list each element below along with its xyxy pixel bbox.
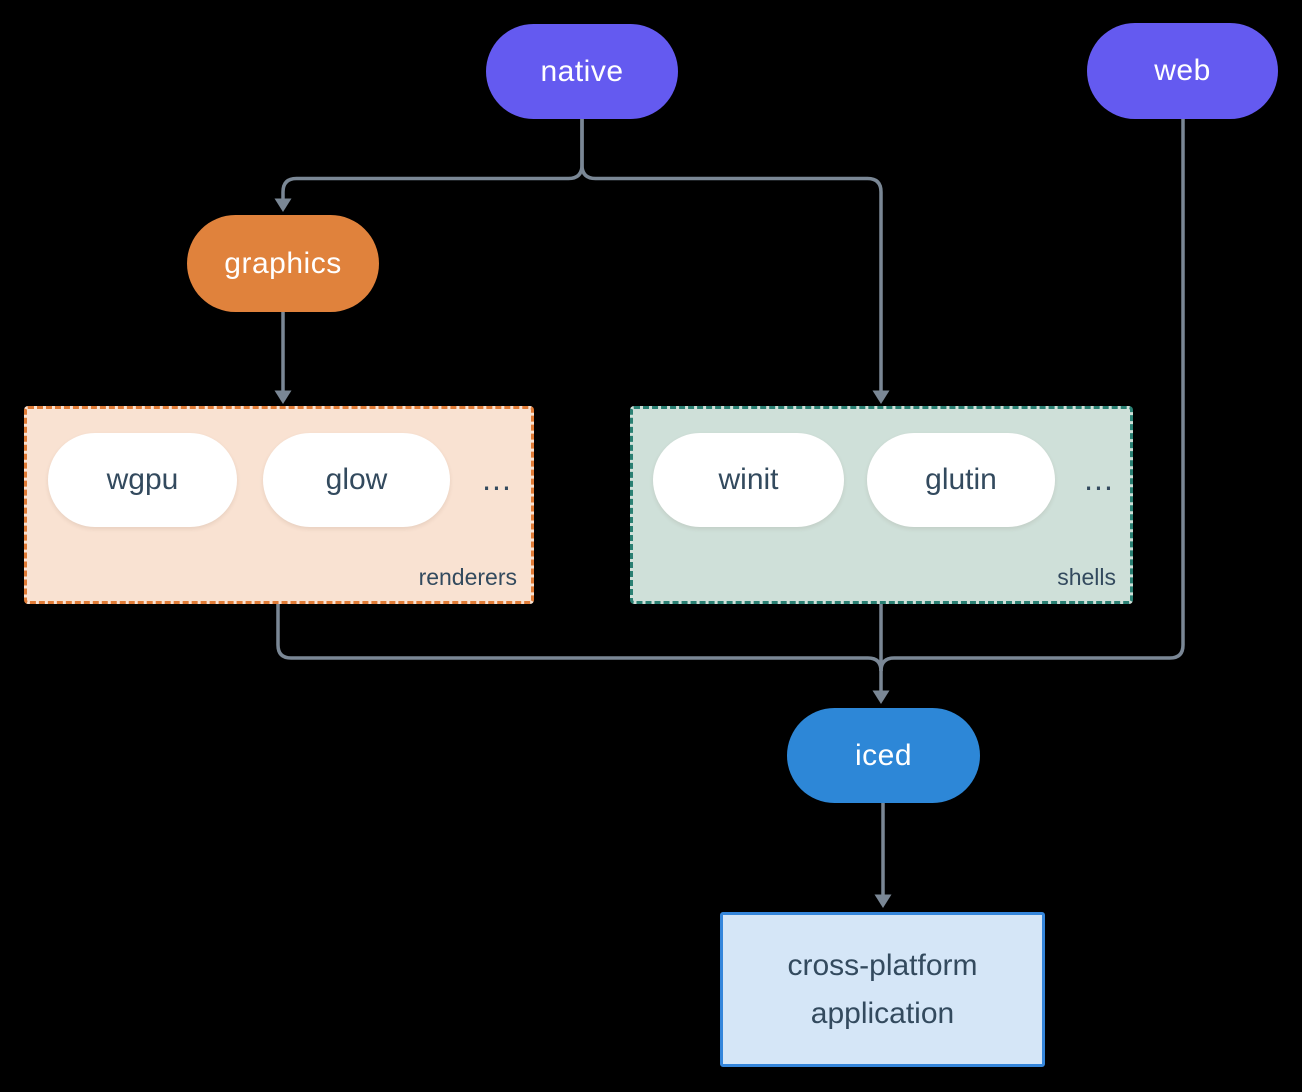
app-label-line1: cross-platform [787,948,978,982]
node-web-label: web [1154,54,1211,87]
node-native-label: native [540,54,624,88]
renderers-ellipsis: ... [482,460,512,497]
node-glutin: glutin [867,433,1055,527]
shells-group-label: shells [1057,564,1116,590]
node-web: web [1087,23,1278,119]
arrowhead-iced [872,690,890,704]
arrowhead-shells [872,390,890,404]
node-wgpu: wgpu [48,433,237,527]
node-graphics: graphics [187,215,379,312]
edge-native-to-graphics [281,119,584,199]
arrowhead-app [874,894,892,908]
node-cross-platform-application: cross-platform application [720,912,1045,1067]
node-native: native [486,24,678,119]
group-renderers: wgpu glow ... renderers [24,406,534,604]
node-glow: glow [263,433,450,527]
arrowhead-graphics [274,198,292,212]
group-shells: winit glutin ... shells [630,406,1133,604]
node-winit: winit [653,433,844,527]
node-winit-label: winit [718,463,779,496]
node-iced: iced [787,708,980,803]
edge-native-to-shells [580,119,883,391]
shells-ellipsis: ... [1084,460,1114,497]
arrowhead-renderers [274,390,292,404]
node-graphics-label: graphics [224,246,342,280]
node-glow-label: glow [325,463,388,496]
node-iced-label: iced [854,738,913,772]
renderers-group-label: renderers [418,564,517,590]
edge-renderers-to-iced [276,598,883,672]
node-wgpu-label: wgpu [106,463,179,496]
node-glutin-label: glutin [925,463,997,496]
app-label-line2: application [810,996,955,1030]
